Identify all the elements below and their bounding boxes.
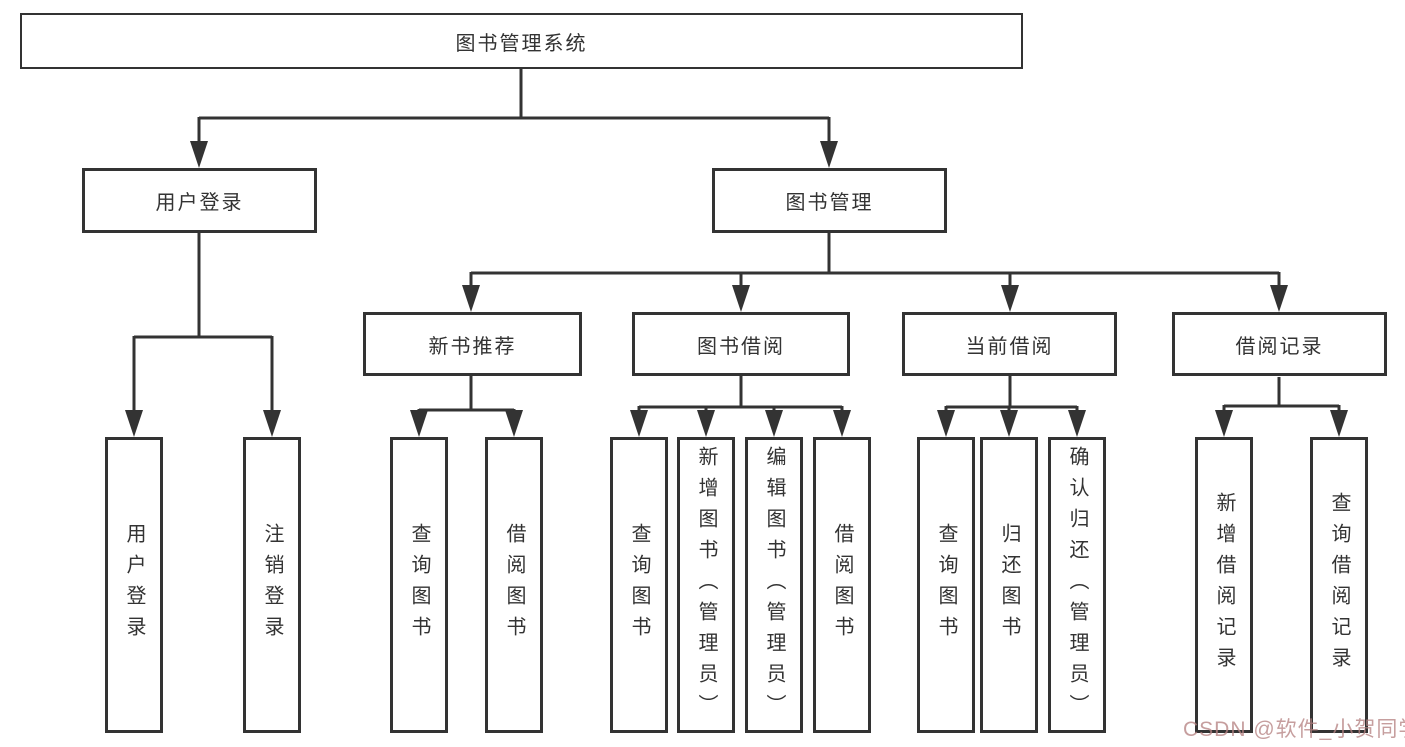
node-book-borrow: 图书借阅 <box>632 312 850 376</box>
node-leaf-borrow-books-newbooks-label: 借阅图书 <box>503 523 525 647</box>
node-leaf-logout: 注销登录 <box>243 437 301 733</box>
node-leaf-query-books-current-label: 查询图书 <box>935 523 957 647</box>
node-user-login-label: 用户登录 <box>155 192 244 214</box>
node-leaf-edit-books-admin: 编辑图书（管理员） <box>745 437 803 733</box>
node-root: 图书管理系统 <box>20 13 1023 69</box>
node-leaf-query-borrow-record: 查询借阅记录 <box>1310 437 1368 733</box>
node-leaf-user-login: 用户登录 <box>105 437 163 733</box>
node-leaf-return-books-label: 归还图书 <box>998 523 1020 647</box>
node-leaf-borrow-books-label: 借阅图书 <box>831 523 853 647</box>
arrowhead-icons <box>125 141 1348 437</box>
node-leaf-edit-books-admin-label: 编辑图书（管理员） <box>763 445 785 725</box>
node-current-borrow-label: 当前借阅 <box>965 335 1054 358</box>
node-book-borrow-label: 图书借阅 <box>697 335 785 358</box>
node-leaf-add-books-admin-label: 新增图书（管理员） <box>695 445 717 725</box>
node-leaf-add-borrow-record-label: 新增借阅记录 <box>1213 492 1235 678</box>
node-leaf-query-books-current: 查询图书 <box>917 437 975 733</box>
node-root-label: 图书管理系统 <box>455 32 588 55</box>
csdn-watermark: CSDN @软件_小贺同学 <box>1183 718 1405 741</box>
node-leaf-borrow-books: 借阅图书 <box>813 437 871 733</box>
node-leaf-add-books-admin: 新增图书（管理员） <box>677 437 735 733</box>
node-leaf-query-books-newbooks-label: 查询图书 <box>408 523 430 647</box>
node-leaf-query-books-borrow-label: 查询图书 <box>628 523 650 647</box>
node-new-book-recommend: 新书推荐 <box>363 312 582 376</box>
node-book-management-label: 图书管理 <box>785 192 874 214</box>
node-leaf-borrow-books-newbooks: 借阅图书 <box>485 437 543 733</box>
node-user-login: 用户登录 <box>82 168 317 233</box>
node-leaf-user-login-label: 用户登录 <box>123 523 145 647</box>
node-leaf-logout-label: 注销登录 <box>261 523 283 647</box>
node-leaf-add-borrow-record: 新增借阅记录 <box>1195 437 1253 733</box>
node-leaf-confirm-return-admin-label: 确认归还（管理员） <box>1066 445 1088 725</box>
node-leaf-query-books-newbooks: 查询图书 <box>390 437 448 733</box>
node-borrow-records-label: 借阅记录 <box>1235 335 1324 358</box>
node-book-management: 图书管理 <box>712 168 947 233</box>
node-leaf-return-books: 归还图书 <box>980 437 1038 733</box>
node-current-borrow: 当前借阅 <box>902 312 1117 376</box>
node-leaf-confirm-return-admin: 确认归还（管理员） <box>1048 437 1106 733</box>
node-new-book-recommend-label: 新书推荐 <box>428 335 517 358</box>
node-leaf-query-books-borrow: 查询图书 <box>610 437 668 733</box>
node-leaf-query-borrow-record-label: 查询借阅记录 <box>1328 492 1350 678</box>
node-borrow-records: 借阅记录 <box>1172 312 1387 376</box>
